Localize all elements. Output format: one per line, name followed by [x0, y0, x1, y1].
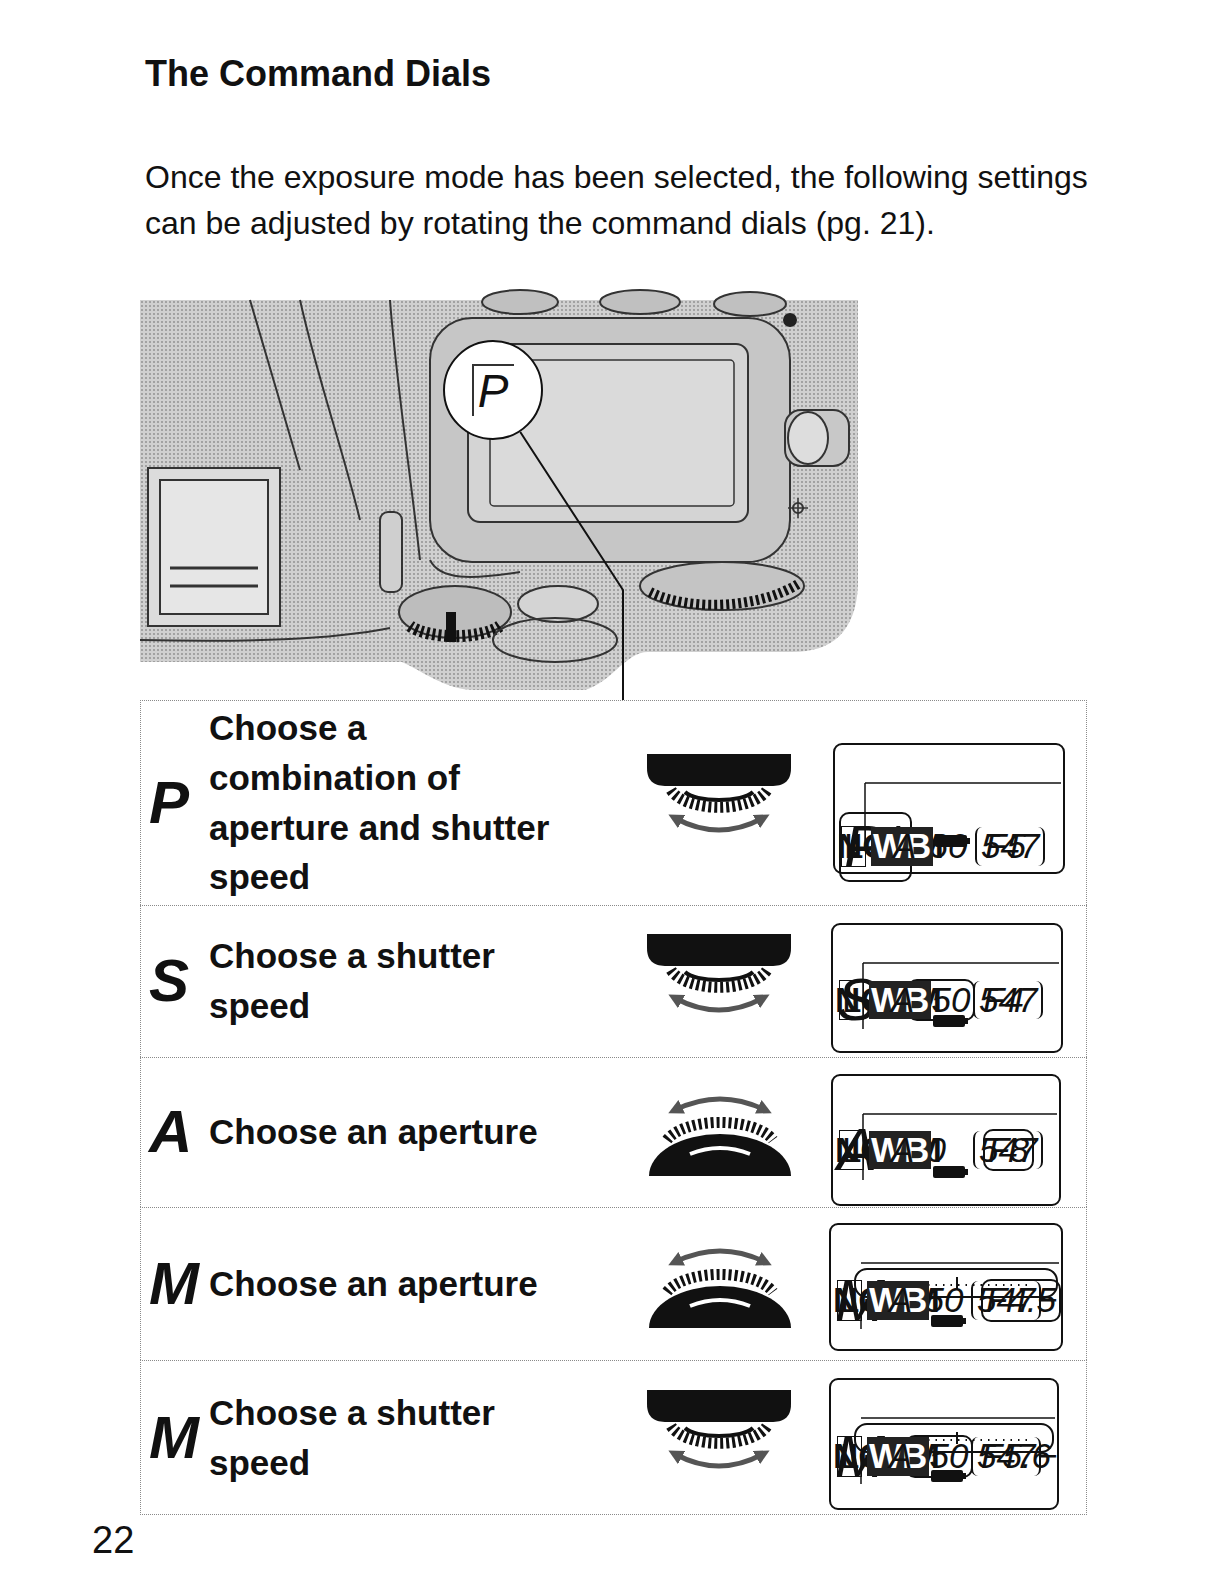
shutter-button — [518, 586, 598, 622]
lcd-exposure-count: 547 — [971, 1437, 1041, 1476]
battery-icon — [963, 1318, 966, 1324]
lcd-exposure-count: 547 — [975, 827, 1045, 866]
callout-circle: P — [443, 340, 543, 440]
dial-mark — [446, 612, 456, 642]
lcd-panel: M250F4.5L+−547NORMWBA — [829, 1223, 1063, 1351]
mode-description: Choose a shutter speed — [209, 931, 569, 1030]
mode-row: MChoose an aperture M250F4.5L+−547NORMWBA — [140, 1207, 1087, 1360]
leader-line — [520, 432, 623, 700]
main-command-dial-icon — [647, 934, 791, 1010]
indicator-dot — [783, 313, 797, 327]
lcd-rule — [863, 1113, 1057, 1115]
mode-letter: P — [149, 770, 189, 836]
main-command-dial-icon — [647, 1390, 791, 1466]
focal-plane-mark — [788, 498, 808, 518]
page-number: 22 — [92, 1520, 134, 1562]
mode-letter: M — [149, 1405, 199, 1471]
mode-letter: S — [149, 948, 189, 1014]
mode-row: P Choose a combination of aperture and sh… — [140, 700, 1087, 905]
mode-row: A Choose an aperture A60F8L547NORMWBA — [140, 1057, 1087, 1207]
lcd-wb-setting: A — [893, 827, 916, 866]
body-edge — [140, 628, 390, 641]
sub-command-dial-icon — [649, 1251, 791, 1328]
shoe-slots — [170, 568, 258, 586]
mode-letter: A — [149, 1099, 192, 1165]
lcd-rule — [861, 1262, 1059, 1264]
lcd-exposure-count: 547 — [973, 1131, 1043, 1170]
lcd-panel: P*160F5L547NORMWBA — [833, 743, 1065, 874]
main-command-dial-icon — [647, 754, 791, 830]
lcd-exposure-count: 547 — [971, 1281, 1041, 1320]
lcd-panel: M250F5.6L+−547NORMWBA — [829, 1378, 1059, 1510]
sub-command-dial-icon — [649, 1099, 791, 1176]
lcd-wb-setting: A — [889, 1437, 912, 1476]
accessory-shoe — [148, 468, 280, 626]
lcd-exposure-count: 547 — [973, 981, 1043, 1020]
mode-row: MChoose a shutter speed M250F5.6L+−547NOR… — [140, 1360, 1087, 1515]
dial-ridges — [650, 584, 798, 605]
power-switch — [493, 618, 617, 662]
page-title: The Command Dials — [145, 54, 491, 94]
camera-top-view — [140, 290, 858, 690]
battery-icon — [965, 1169, 968, 1175]
accessory-shoe — [160, 480, 268, 614]
mode-description: Choose a combination of aperture and shu… — [209, 703, 569, 902]
lcd-wb-setting: A — [891, 981, 914, 1020]
mode-description: Choose an aperture — [209, 1107, 569, 1157]
lcd-rule — [863, 962, 1059, 964]
lcd-surround — [430, 318, 790, 562]
lcd-wb-setting: A — [889, 1281, 912, 1320]
callout-letter: P — [472, 364, 515, 417]
lcd-rule — [861, 1417, 1055, 1419]
intro-paragraph: Once the exposure mode has been selected… — [145, 154, 1095, 246]
lcd-panel: A60F8L547NORMWBA — [831, 1074, 1061, 1206]
mode-description: Choose a shutter speed — [209, 1388, 569, 1487]
button — [482, 290, 558, 314]
lcd-wb-setting: A — [891, 1131, 914, 1170]
battery-icon — [965, 1018, 968, 1024]
mode-row: S Choose a shutter speed S250F4L547NORMWBA — [140, 905, 1087, 1057]
strap-lug — [788, 412, 828, 464]
lcd-panel: S250F4L547NORMWBA — [831, 923, 1063, 1053]
strap-lug — [785, 410, 849, 466]
body-edge — [430, 560, 520, 577]
sub-command-dial — [640, 562, 804, 610]
button — [714, 292, 786, 316]
button — [600, 290, 680, 314]
lcd-rule — [865, 782, 1061, 784]
camera-body — [140, 300, 858, 690]
switch — [380, 512, 402, 592]
mode-letter: M — [149, 1251, 199, 1317]
mode-description: Choose an aperture — [209, 1259, 569, 1309]
battery-icon — [967, 838, 970, 844]
